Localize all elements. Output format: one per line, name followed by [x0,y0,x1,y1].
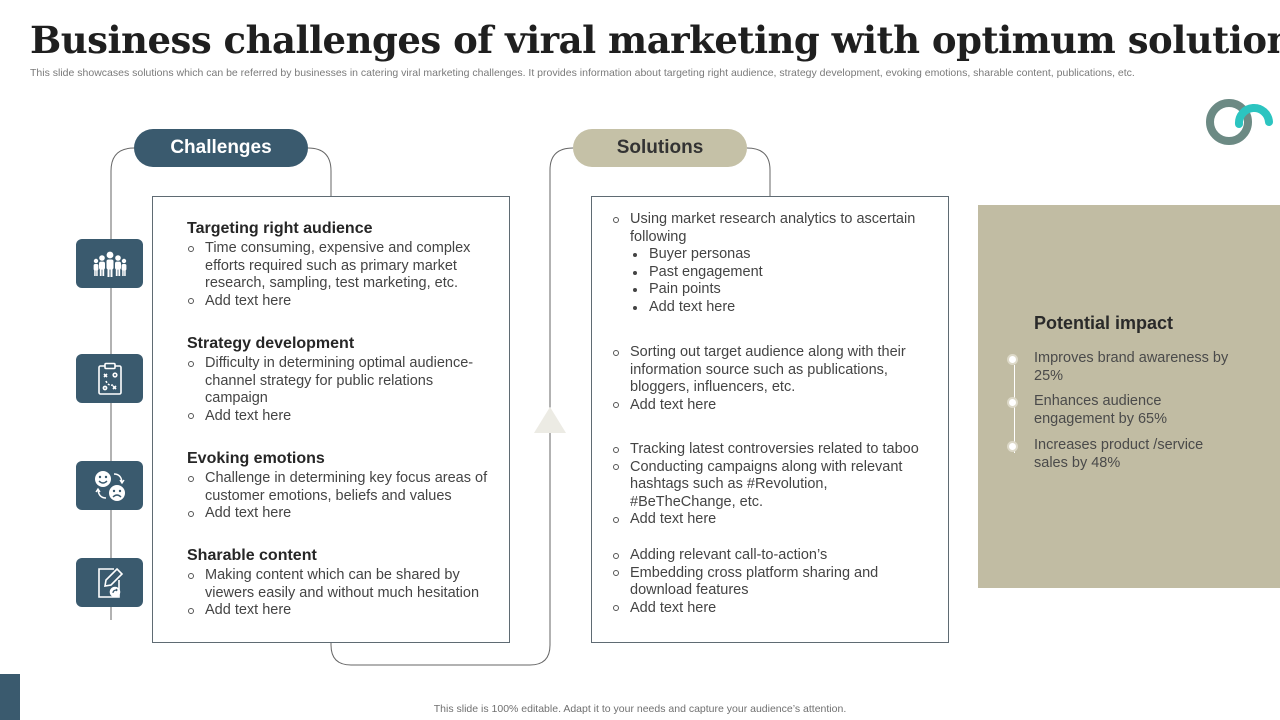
footer-note: This slide is 100% editable. Adapt it to… [433,703,847,715]
challenge-bullet: Add text here [187,293,497,311]
share-content-icon [97,567,123,598]
solution-bullet: Embedding cross platform sharing and dow… [612,565,934,600]
challenge-bullet: Making content which can be shared by vi… [187,567,497,602]
solution-sub-bullet: Buyer personas [612,246,934,264]
corner-accent [0,674,20,720]
impact-dot [1007,354,1018,365]
solution-sub-bullet: Past engagement [612,264,934,282]
solutions-panel: Using market research analytics to ascer… [591,196,949,643]
impact-item: Improves brand awareness by 25% [1034,350,1229,384]
logo-icon [1206,99,1273,145]
challenge-bullet: Add text here [187,505,497,523]
arrow-up-icon [534,407,566,433]
challenge-icon-box-strategy [76,354,143,403]
challenge-item: Strategy development Difficulty in deter… [187,334,497,425]
challenge-icon-box-audience [76,239,143,288]
challenge-bullet: Challenge in determining key focus areas… [187,470,497,505]
solution-group: Adding relevant call-to-action’s Embeddi… [612,547,934,617]
emotions-icon [94,470,125,501]
solution-bullet: Tracking latest controversies related to… [612,441,934,459]
slide-title: Business challenges of viral marketing w… [30,18,1280,62]
solution-bullet: Using market research analytics to ascer… [612,211,934,246]
impact-title: Potential impact [1034,313,1174,333]
solution-bullet: Add text here [612,511,934,529]
impact-item: Enhances audience engagement by 65% [1034,393,1168,427]
solution-bullet: Add text here [612,600,934,618]
challenge-bullet: Add text here [187,408,497,426]
challenges-header: Challenges [134,129,308,167]
challenge-icon-box-sharable [76,558,143,607]
solution-group: Using market research analytics to ascer… [612,211,934,316]
solution-bullet: Add text here [612,397,934,415]
challenge-item: Sharable content Making content which ca… [187,546,497,620]
solution-group: Sorting out target audience along with t… [612,344,934,414]
impact-timeline [1014,365,1015,453]
challenge-title: Sharable content [187,547,317,564]
challenge-bullet: Time consuming, expensive and complex ef… [187,240,497,293]
challenge-icon-box-emotions [76,461,143,510]
solution-group: Tracking latest controversies related to… [612,441,934,529]
slide-subtitle: This slide showcases solutions which can… [30,67,1135,79]
impact-item: Increases product /service sales by 48% [1034,437,1204,471]
solution-sub-bullet: Pain points [612,281,934,299]
impact-dot [1007,441,1018,452]
team-icon [93,251,126,277]
challenge-title: Evoking emotions [187,450,325,467]
strategy-board-icon [97,362,122,395]
impact-dot [1007,397,1018,408]
solutions-header: Solutions [573,129,747,167]
challenge-item: Targeting right audience Time consuming,… [187,219,497,310]
solution-bullet: Sorting out target audience along with t… [612,344,934,397]
challenge-title: Targeting right audience [187,220,373,237]
solution-sub-bullet: Add text here [612,299,934,317]
challenge-bullet: Difficulty in determining optimal audien… [187,355,497,408]
challenges-panel: Targeting right audience Time consuming,… [152,196,510,643]
challenge-bullet: Add text here [187,602,497,620]
solution-bullet: Adding relevant call-to-action’s [612,547,934,565]
impact-panel: Potential impact Improves brand awarenes… [978,205,1280,588]
challenge-item: Evoking emotions Challenge in determinin… [187,449,497,523]
challenge-title: Strategy development [187,335,355,352]
solution-bullet: Conducting campaigns along with relevant… [612,459,934,512]
